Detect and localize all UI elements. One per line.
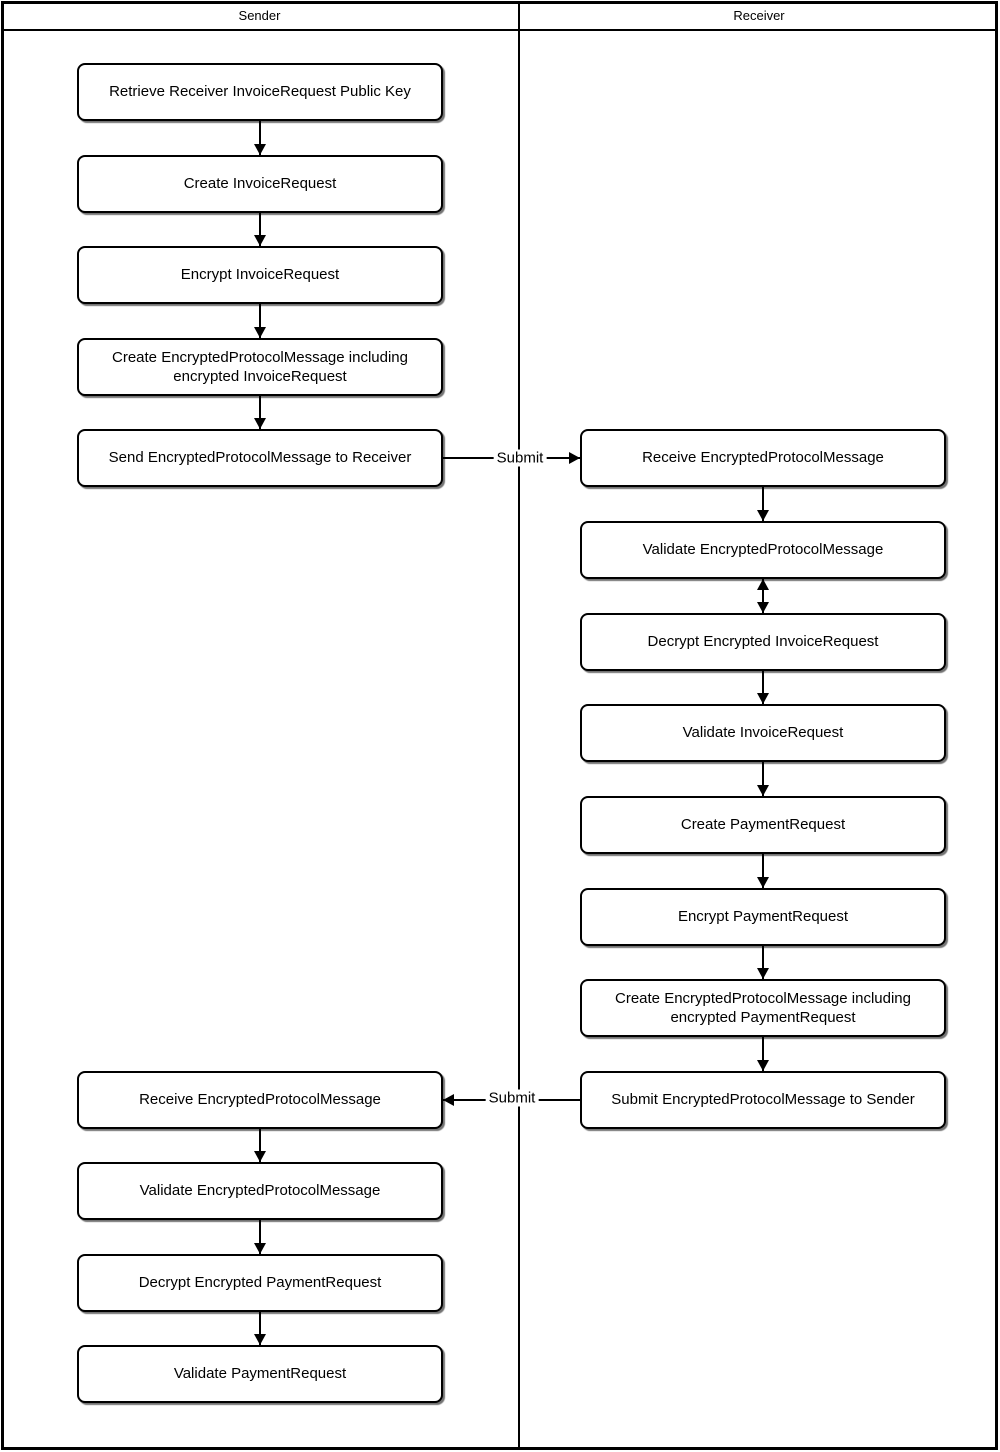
step-label: Decrypt Encrypted InvoiceRequest (647, 633, 879, 651)
step-encrypt-paymentrequest: Encrypt PaymentRequest (580, 888, 946, 946)
step-label: Retrieve Receiver InvoiceRequest Public … (109, 83, 411, 101)
step-label: Validate PaymentRequest (173, 1365, 347, 1383)
step-label: Create EncryptedProtocolMessage includin… (615, 989, 911, 1027)
submit-label-top: Submit (493, 449, 547, 467)
arrow-down-icon (254, 1220, 266, 1254)
arrow-down-icon (254, 304, 266, 338)
step-label: Validate EncryptedProtocolMessage (642, 541, 884, 559)
step-create-paymentrequest: Create PaymentRequest (580, 796, 946, 854)
step-label: Receive EncryptedProtocolMessage (642, 449, 884, 467)
arrow-down-icon (757, 487, 769, 521)
step-create-epm-paymentrequest: Create EncryptedProtocolMessage includin… (580, 979, 946, 1037)
step-create-invoicerequest: Create InvoiceRequest (77, 155, 443, 213)
step-label: Submit EncryptedProtocolMessage to Sende… (611, 1091, 915, 1109)
step-validate-invoicerequest: Validate InvoiceRequest (580, 704, 946, 762)
step-receive-epm-receiver: Receive EncryptedProtocolMessage (580, 429, 946, 487)
step-label: Validate EncryptedProtocolMessage (139, 1182, 381, 1200)
arrow-down-icon (757, 946, 769, 979)
step-send-epm-to-receiver: Send EncryptedProtocolMessage to Receive… (77, 429, 443, 487)
step-label: Decrypt Encrypted PaymentRequest (138, 1274, 382, 1292)
step-retrieve-receiver-public-key: Retrieve Receiver InvoiceRequest Public … (77, 63, 443, 121)
step-encrypt-invoicerequest: Encrypt InvoiceRequest (77, 246, 443, 304)
step-decrypt-invoicerequest: Decrypt Encrypted InvoiceRequest (580, 613, 946, 671)
lane-title-sender: Sender (238, 8, 281, 23)
step-label: Create PaymentRequest (680, 816, 846, 834)
step-label: Create EncryptedProtocolMessage includin… (112, 348, 408, 386)
submit-label-bottom: Submit (485, 1089, 539, 1107)
step-label: Encrypt InvoiceRequest (180, 266, 340, 284)
lane-title-receiver: Receiver (733, 8, 785, 23)
arrow-down-icon (254, 121, 266, 155)
arrow-double-vertical-icon (757, 579, 769, 613)
step-label: Validate InvoiceRequest (682, 724, 844, 742)
arrow-down-icon (757, 1037, 769, 1071)
step-label: Create InvoiceRequest (183, 175, 337, 193)
arrow-down-icon (757, 854, 769, 888)
step-validate-paymentrequest: Validate PaymentRequest (77, 1345, 443, 1403)
lane-header-rule (1, 29, 998, 31)
arrow-down-icon (757, 671, 769, 704)
arrow-down-icon (254, 1129, 266, 1162)
step-decrypt-paymentrequest: Decrypt Encrypted PaymentRequest (77, 1254, 443, 1312)
arrow-down-icon (757, 762, 769, 796)
step-create-epm-invoicerequest: Create EncryptedProtocolMessage includin… (77, 338, 443, 396)
arrow-down-icon (254, 213, 266, 246)
step-submit-epm-to-sender: Submit EncryptedProtocolMessage to Sende… (580, 1071, 946, 1129)
arrow-down-icon (254, 1312, 266, 1345)
arrow-down-icon (254, 396, 266, 429)
step-label: Receive EncryptedProtocolMessage (139, 1091, 381, 1109)
step-label: Encrypt PaymentRequest (677, 908, 849, 926)
step-receive-epm-sender: Receive EncryptedProtocolMessage (77, 1071, 443, 1129)
lane-divider (518, 1, 520, 1450)
step-validate-epm-sender: Validate EncryptedProtocolMessage (77, 1162, 443, 1220)
step-label: Send EncryptedProtocolMessage to Receive… (108, 449, 412, 467)
step-validate-epm-receiver: Validate EncryptedProtocolMessage (580, 521, 946, 579)
